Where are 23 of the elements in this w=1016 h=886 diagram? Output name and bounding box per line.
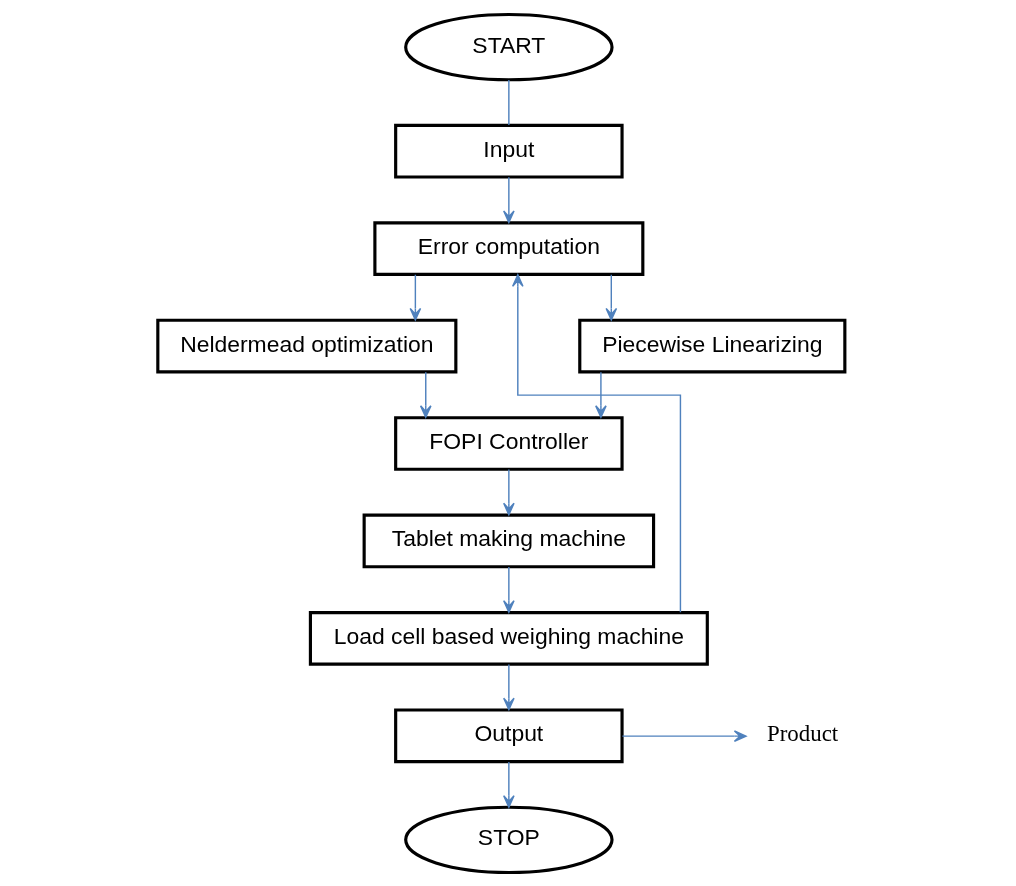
connector [507,78,510,126]
arrow [511,273,681,613]
node-box: FOPI Controller [393,415,624,471]
node-box: Load cell based weighing machine [308,610,709,666]
node-box: Tablet making machine [362,513,655,568]
arrow [502,760,515,808]
node-box: Neldermead optimization [155,318,457,373]
arrow [502,468,515,515]
arrow [502,663,515,710]
arrow [409,273,421,321]
node-box: Input [393,123,624,179]
arrow [594,370,607,418]
node-text: Product [766,720,838,746]
node-ellipse: START [403,12,614,81]
arrow [502,176,515,223]
arrow [621,729,747,742]
node-box: Piecewise Linearizing [577,318,846,373]
node-box: Output [393,707,624,763]
node-ellipse: STOP [403,805,614,874]
arrow [419,370,432,418]
node-box: Error computation [372,220,644,276]
arrow [604,273,617,321]
arrow [502,565,515,613]
